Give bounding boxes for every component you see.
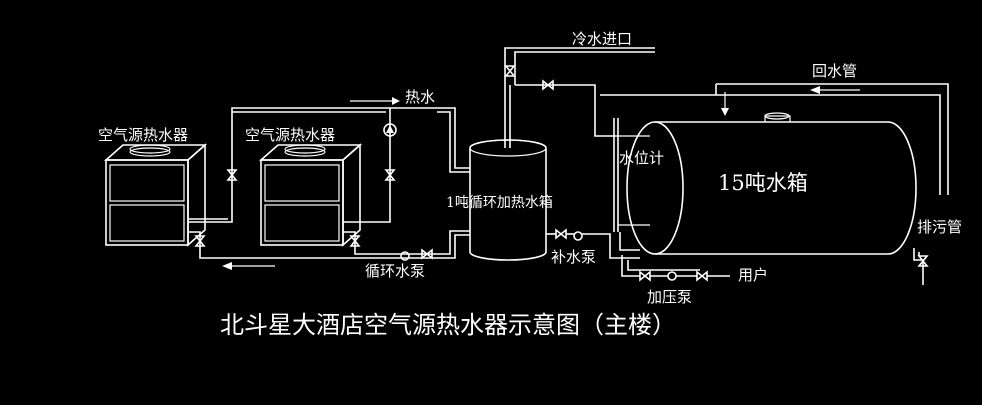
circulation-pipes xyxy=(188,230,470,270)
label-heater-2: 空气源热水器 xyxy=(245,126,335,144)
heater-unit-1 xyxy=(103,143,208,247)
label-user: 用户 xyxy=(738,266,768,284)
label-level-gauge: 水位计 xyxy=(619,149,664,167)
makeup-pipes xyxy=(546,232,640,259)
label-hot-water: 热水 xyxy=(405,88,435,106)
small-tank xyxy=(469,139,547,261)
label-drain-pipe: 排污管 xyxy=(917,218,962,236)
label-makeup-pump: 补水泵 xyxy=(551,248,596,266)
label-cold-inlet: 冷水进口 xyxy=(572,30,632,48)
label-return-pipe: 回水管 xyxy=(812,62,857,80)
heater-unit-2 xyxy=(258,143,363,247)
user-pipes xyxy=(621,255,730,277)
drain-pipes xyxy=(913,248,924,285)
big-tank xyxy=(626,112,917,255)
label-big-tank: 15吨水箱 xyxy=(718,171,808,195)
valves xyxy=(194,65,929,282)
label-circ-pump: 循环水泵 xyxy=(365,262,425,280)
return-pipes xyxy=(594,83,949,195)
label-heater-1: 空气源热水器 xyxy=(98,126,188,144)
cold-inlet-pipes xyxy=(504,47,655,148)
level-gauge xyxy=(613,118,650,232)
label-boost-pump: 加压泵 xyxy=(647,288,692,306)
diagram-title: 北斗星大酒店空气源热水器示意图（主楼） xyxy=(220,311,676,339)
hot-water-pipes xyxy=(188,97,470,223)
label-small-tank: 1吨循环加热水箱 xyxy=(446,195,553,211)
